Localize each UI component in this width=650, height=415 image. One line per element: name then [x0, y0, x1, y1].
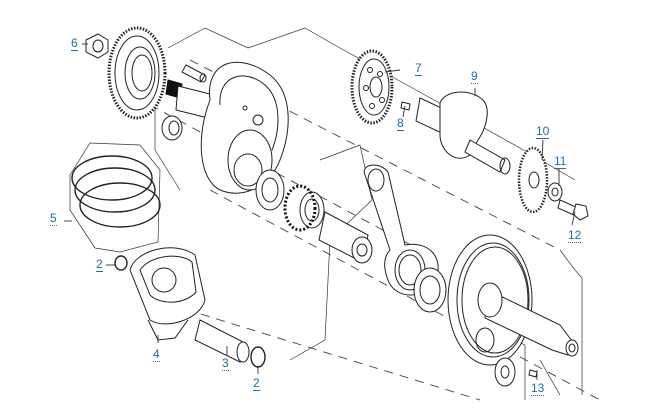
crank-pin — [318, 211, 373, 264]
callout-leaders — [64, 43, 576, 380]
callout-13[interactable]: 13 — [531, 381, 545, 396]
sprocket-part-10 — [517, 146, 549, 214]
piston-pin-part-3 — [194, 319, 250, 363]
callout-12[interactable]: 12 — [568, 228, 582, 243]
ring-set-bracket — [69, 142, 161, 253]
clip-part-2-lower — [250, 346, 266, 368]
callout-3[interactable]: 3 — [222, 356, 229, 371]
bolt-part-12 — [557, 199, 589, 221]
callout-2-lower[interactable]: 2 — [253, 376, 260, 391]
crankshaft-right-half — [447, 234, 579, 366]
callout-10[interactable]: 10 — [536, 124, 550, 139]
balancer-shaft-part-9 — [415, 91, 511, 175]
dowel-pin — [181, 64, 207, 83]
key-part-8 — [400, 101, 411, 111]
callout-4[interactable]: 4 — [153, 347, 160, 362]
piston-part-4 — [129, 247, 206, 341]
needle-bearing — [283, 184, 325, 232]
thrust-washer-left — [255, 169, 285, 211]
washer-part-11 — [547, 182, 563, 202]
crank-washer — [161, 115, 183, 141]
callout-5[interactable]: 5 — [50, 211, 57, 226]
nut-part-6 — [85, 33, 109, 59]
piston-rings-part-5 — [71, 155, 161, 228]
clip-part-2-upper — [114, 255, 128, 271]
crank-washer-right — [494, 357, 516, 387]
callout-6[interactable]: 6 — [71, 36, 78, 51]
thrust-washer-right — [413, 267, 447, 313]
callout-8[interactable]: 8 — [397, 116, 404, 131]
callout-7[interactable]: 7 — [415, 61, 422, 76]
crank-gear — [107, 26, 167, 120]
callout-2-upper[interactable]: 2 — [96, 257, 103, 272]
key-part-13 — [528, 369, 538, 378]
gear-part-7 — [350, 49, 394, 125]
callout-9[interactable]: 9 — [471, 69, 478, 84]
callout-11[interactable]: 11 — [554, 154, 567, 169]
